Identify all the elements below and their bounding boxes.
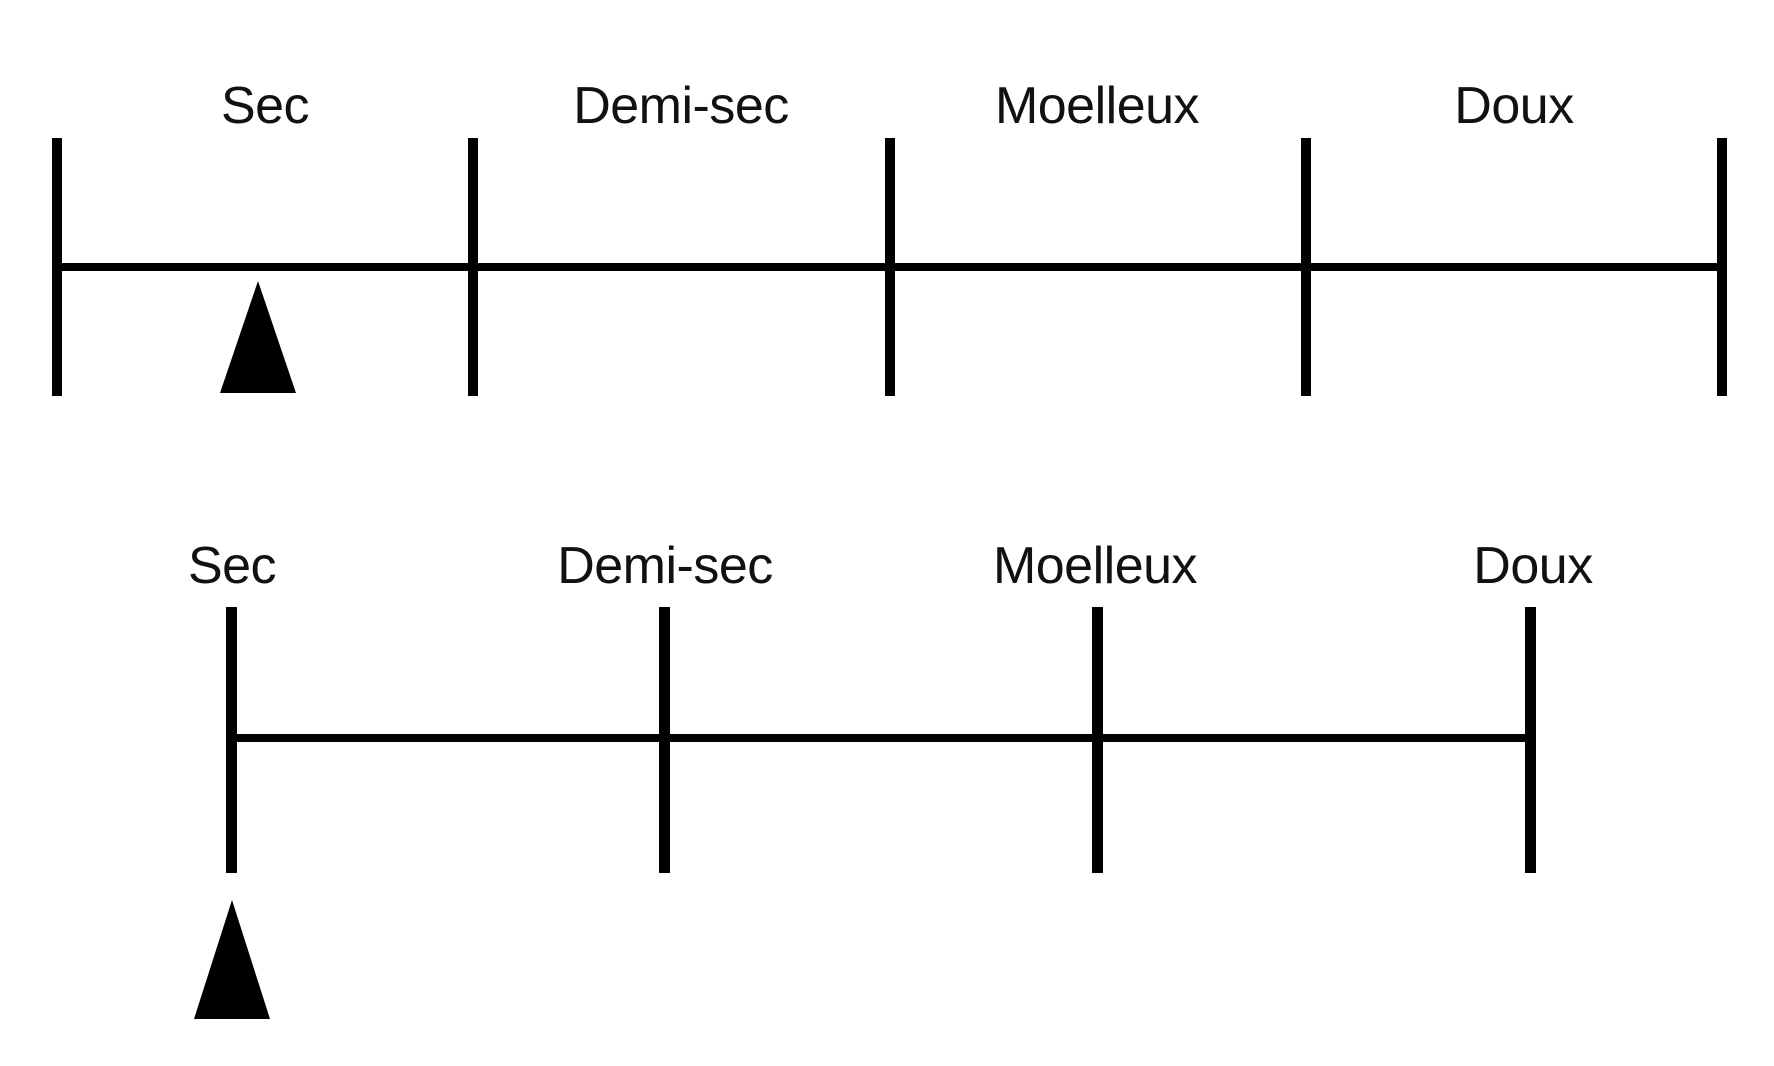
scale-top-tick-1 bbox=[52, 138, 62, 396]
scale-top-label-doux: Doux bbox=[1454, 77, 1574, 135]
scale-bottom-tick-3 bbox=[1092, 607, 1103, 873]
position-marker-triangle-icon bbox=[194, 900, 270, 1019]
scale-bottom-tick-4 bbox=[1525, 607, 1536, 873]
scale-top-tick-4 bbox=[1301, 138, 1311, 396]
scale-bottom-label-doux: Doux bbox=[1473, 537, 1593, 595]
position-marker-triangle-icon bbox=[220, 281, 296, 393]
scale-bottom-tick-1 bbox=[226, 607, 237, 873]
scale-bottom-tick-2 bbox=[659, 607, 670, 873]
scale-bottom-label-demi-sec: Demi-sec bbox=[557, 537, 773, 595]
scale-top-label-demi-sec: Demi-sec bbox=[573, 77, 789, 135]
scale-bottom-label-moelleux: Moelleux bbox=[992, 537, 1198, 595]
scale-top-label-sec: Sec bbox=[220, 77, 310, 135]
scale-top-tick-3 bbox=[885, 138, 895, 396]
scale-top-tick-5 bbox=[1717, 138, 1727, 396]
scale-top-label-moelleux: Moelleux bbox=[994, 77, 1200, 135]
scale-bottom-label-sec: Sec bbox=[187, 537, 277, 595]
scale-top-tick-2 bbox=[468, 138, 478, 396]
scale-bottom-axis-line bbox=[226, 734, 1536, 742]
